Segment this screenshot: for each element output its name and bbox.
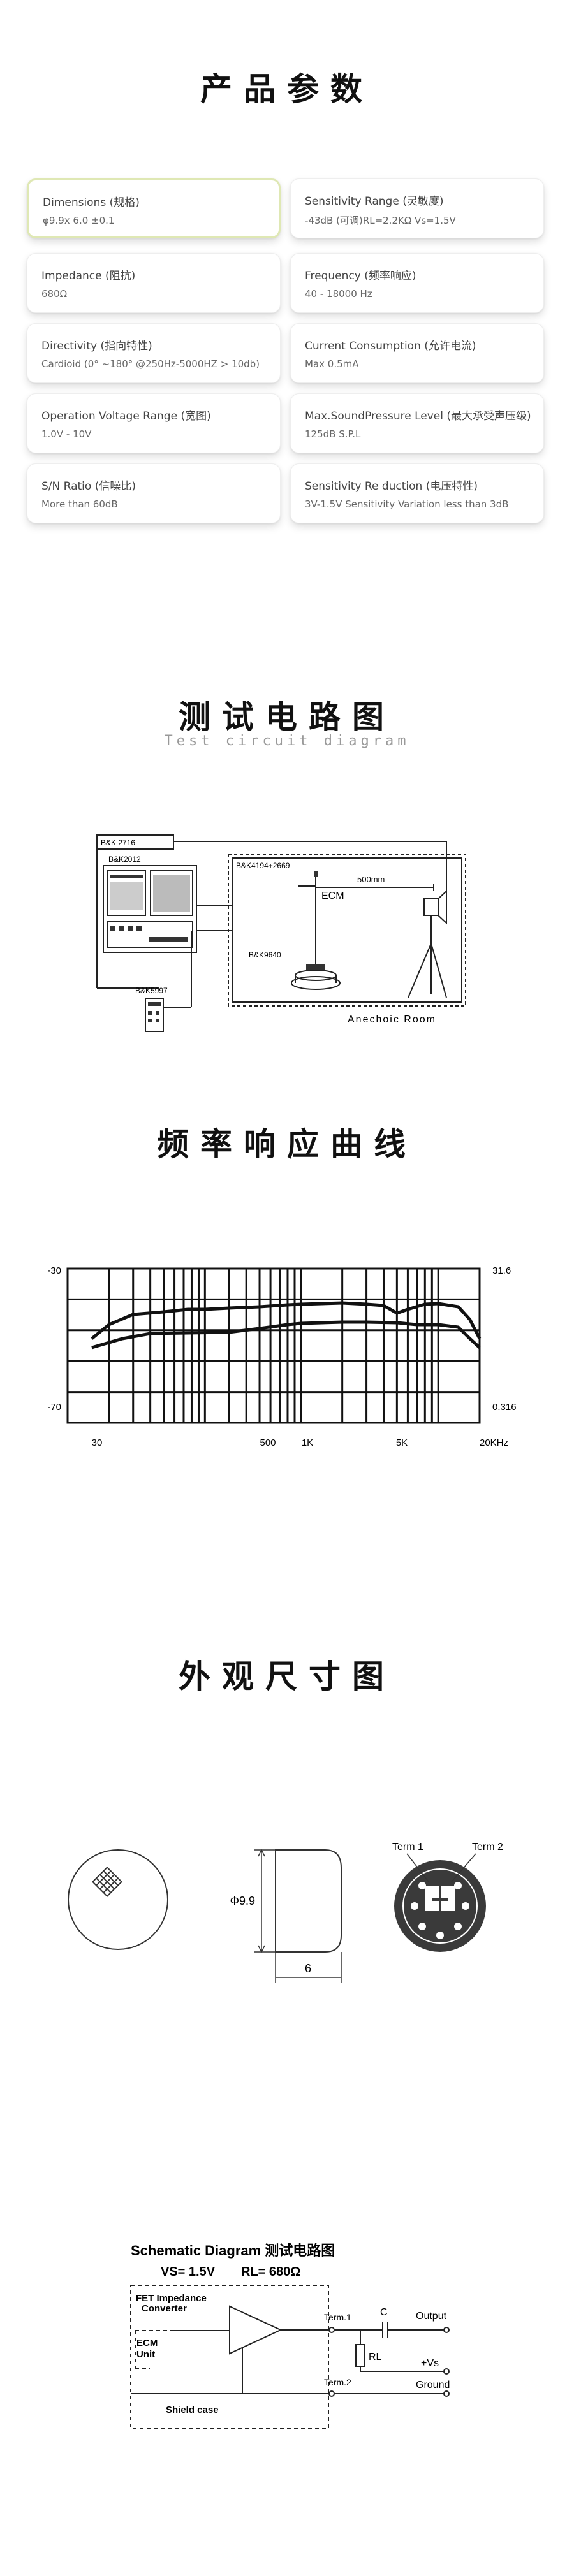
capacitor-label: C	[380, 2307, 388, 2318]
param-card-voltage: Operation Voltage Range (宽图) 1.0V - 10V	[27, 393, 281, 453]
param-card-impedance: Impedance (阻抗) 680Ω	[27, 253, 281, 313]
param-value: 3V-1.5V Sensitivity Variation less than …	[305, 498, 509, 510]
x-tick-1k: 1K	[302, 1437, 313, 1448]
param-label: Max.SoundPressure Level (最大承受声压级)	[305, 410, 531, 423]
param-card-sensitivity: Sensitivity Range (灵敏度) -43dB (可调)RL=2.2…	[290, 178, 544, 238]
param-label: Directivity (指向特性)	[41, 340, 152, 353]
param-value: Cardioid (0° ~180° @250Hz-5000HZ > 10db)	[41, 358, 260, 370]
term2-label: Term.2	[324, 2377, 351, 2387]
freq-response-chart: -30 -70 31.6 0.316 30 500 1K 5K 20KHz	[47, 1265, 517, 1448]
dimension-drawing: Φ9.9 6 Term 1 Term 2	[68, 1842, 503, 1983]
param-card-spl: Max.SoundPressure Level (最大承受声压级) 125dB …	[290, 393, 544, 453]
params-title: 产品参数	[200, 71, 374, 108]
param-card-reduction: Sensitivity Re duction (电压特性) 3V-1.5V Se…	[290, 463, 544, 523]
param-label: Sensitivity Re duction (电压特性)	[305, 480, 478, 493]
param-label: Dimensions (规格)	[43, 196, 140, 209]
ground-label: Ground	[416, 2380, 450, 2390]
x-tick-5k: 5K	[396, 1437, 408, 1448]
response-curve-lower	[91, 1320, 481, 1350]
param-label: Impedance (阻抗)	[41, 270, 136, 282]
param-card-snr: S/N Ratio (信噪比) More than 60dB	[27, 463, 281, 523]
label-room: Anechoic Room	[348, 1014, 436, 1025]
test-title: 测试电路图	[179, 699, 395, 736]
param-card-directivity: Directivity (指向特性) Cardioid (0° ~180° @2…	[27, 323, 281, 383]
param-card-dimensions: Dimensions (规格) φ9.9x 6.0 ±0.1	[27, 178, 281, 238]
param-label: Operation Voltage Range (宽图)	[41, 410, 211, 423]
param-label: Frequency (频率响应)	[305, 270, 416, 282]
y-right-top-label: 31.6	[492, 1265, 511, 1276]
x-tick-20k: 20KHz	[480, 1437, 508, 1448]
unit-label: Unit	[136, 2349, 155, 2360]
x-tick-30: 30	[92, 1437, 103, 1448]
param-value: More than 60dB	[41, 498, 118, 510]
param-value: φ9.9x 6.0 ±0.1	[43, 215, 115, 226]
label-bk5997: B&K5997	[135, 986, 168, 995]
resistor-label: RL	[369, 2352, 382, 2362]
term2-label: Term 2	[472, 1842, 503, 1852]
label-distance: 500mm	[357, 875, 385, 884]
param-value: 40 - 18000 Hz	[305, 288, 372, 300]
converter-label: Converter	[142, 2303, 187, 2314]
y-right-bottom-label: 0.316	[492, 1402, 517, 1413]
label-bk2716: B&K 2716	[101, 838, 135, 847]
height-label: 6	[305, 1962, 311, 1975]
term1-label: Term.1	[324, 2312, 351, 2322]
param-card-frequency: Frequency (频率响应) 40 - 18000 Hz	[290, 253, 544, 313]
label-bk4194: B&K4194+2669	[236, 861, 290, 870]
output-label: Output	[416, 2311, 447, 2322]
label-bk2012: B&K2012	[108, 855, 141, 864]
param-label: Sensitivity Range (灵敏度)	[305, 195, 444, 208]
schematic-rl: RL= 680Ω	[241, 2265, 300, 2279]
dim-title: 外观尺寸图	[179, 1658, 395, 1695]
schematic-title: Schematic Diagram 测试电路图	[131, 2243, 335, 2259]
param-label: S/N Ratio (信噪比)	[41, 480, 136, 493]
ecm-label: ECM	[136, 2338, 158, 2348]
response-curve-upper	[91, 1301, 482, 1340]
param-value: 680Ω	[41, 288, 68, 300]
param-value: Max 0.5mA	[305, 358, 359, 370]
label-bk9640: B&K9640	[249, 950, 281, 959]
x-tick-500: 500	[260, 1437, 276, 1448]
param-value: -43dB (可调)RL=2.2KΩ Vs=1.5V	[305, 215, 456, 226]
param-label: Current Consumption (允许电流)	[305, 340, 476, 353]
diameter-label: Φ9.9	[230, 1895, 255, 1907]
schematic-diagram: Schematic Diagram 测试电路图 VS= 1.5V RL= 680…	[130, 2243, 450, 2429]
param-value: 1.0V - 10V	[41, 428, 92, 440]
param-value: 125dB S.P.L	[305, 428, 361, 440]
acoustic-port-icon	[91, 1866, 123, 1898]
schematic-vs: VS= 1.5V	[161, 2265, 216, 2279]
freq-title: 频率响应曲线	[157, 1126, 417, 1163]
shield-label: Shield case	[166, 2405, 219, 2415]
vs-terminal-label: +Vs	[421, 2358, 439, 2369]
fet-label: FET Impedance	[136, 2293, 207, 2304]
param-card-current: Current Consumption (允许电流) Max 0.5mA	[290, 323, 544, 383]
y-left-bottom-label: -70	[47, 1402, 61, 1413]
label-ecm: ECM	[321, 891, 344, 901]
term1-label: Term 1	[392, 1842, 423, 1852]
test-subtitle: Test circuit diagram	[164, 733, 410, 749]
test-circuit-diagram: B&K 2716 B&K2012 B&K4194+2669 500mm ECM …	[96, 834, 466, 1032]
y-left-top-label: -30	[47, 1265, 61, 1276]
